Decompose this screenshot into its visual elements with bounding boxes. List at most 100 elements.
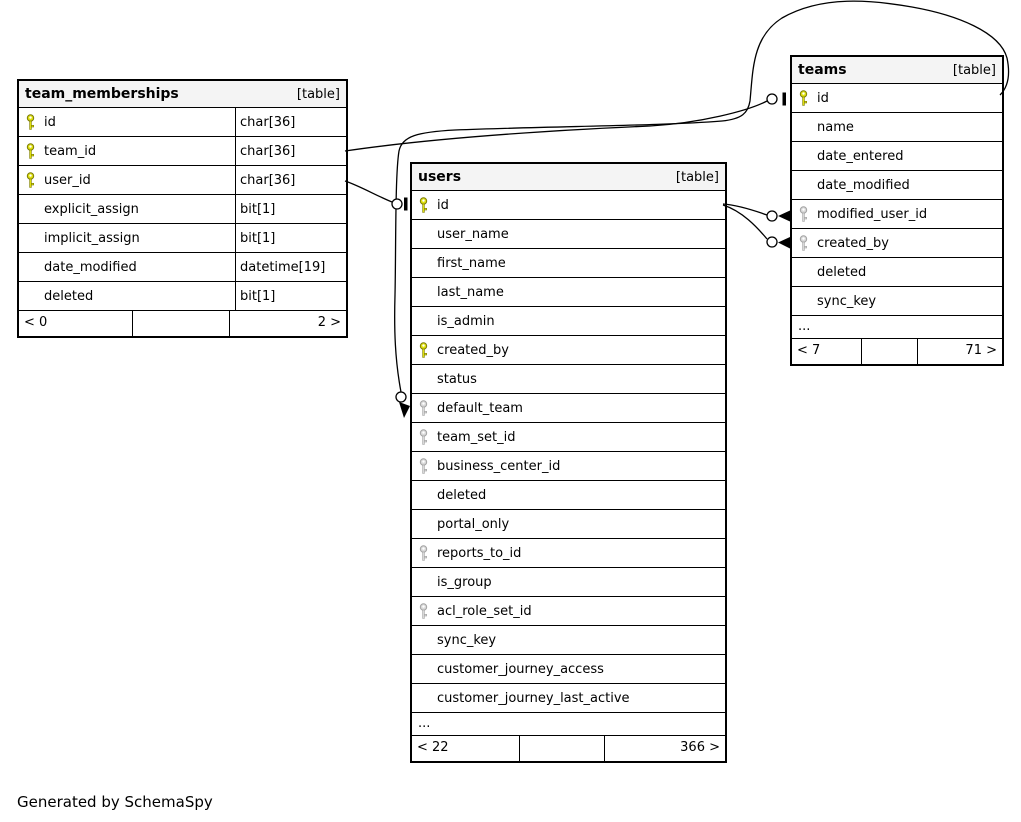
- column-name: acl_role_set_id: [437, 603, 532, 619]
- column-row-portal_only: portal_only: [412, 510, 725, 539]
- table-title: team_memberships: [25, 86, 179, 102]
- table-header[interactable]: team_memberships [table]: [19, 81, 346, 108]
- table-header[interactable]: teams [table]: [792, 57, 1002, 84]
- column-row-is_group: is_group: [412, 568, 725, 597]
- table-title: teams: [798, 62, 847, 78]
- column-row-date_entered: date_entered: [792, 142, 1002, 171]
- column-name: implicit_assign: [44, 230, 140, 246]
- edge-team-memberships-team-id-to-teams-id: [344, 100, 768, 152]
- column-row-id: id: [792, 84, 1002, 113]
- column-name: customer_journey_access: [437, 661, 604, 677]
- table-tag: [table]: [675, 169, 719, 185]
- column-row-acl_role_set_id: acl_role_set_id: [412, 597, 725, 626]
- column-name: last_name: [437, 284, 504, 300]
- column-name: team_id: [44, 143, 97, 159]
- footer-middle-cell: [520, 736, 605, 761]
- table-tag: [table]: [952, 62, 996, 78]
- column-name: date_entered: [817, 148, 904, 164]
- more-columns-ellipsis: ...: [412, 713, 725, 736]
- column-row-explicit_assign: explicit_assign bit[1]: [19, 195, 346, 224]
- column-name: modified_user_id: [817, 206, 928, 222]
- column-row-created_by: created_by: [412, 336, 725, 365]
- column-name: reports_to_id: [437, 545, 522, 561]
- column-type: bit[1]: [235, 195, 346, 223]
- column-row-customer_journey_last_active: customer_journey_last_active: [412, 684, 725, 713]
- column-row-default_team: default_team: [412, 394, 725, 423]
- column-name: is_group: [437, 574, 492, 590]
- footer-child-count: 71 >: [965, 343, 997, 358]
- table-teams[interactable]: teams [table] id name date_entered date_mod…: [790, 55, 1004, 366]
- footer-middle-cell: [133, 311, 230, 336]
- column-row-is_admin: is_admin: [412, 307, 725, 336]
- column-name: name: [817, 119, 854, 135]
- table-title: users: [418, 169, 462, 185]
- footer-child-count: 2 >: [317, 315, 341, 330]
- table-tag: [table]: [296, 86, 340, 102]
- column-row-deleted: deleted: [792, 258, 1002, 287]
- crow-foot-default-team: [399, 402, 410, 418]
- footer-middle-cell: [862, 339, 918, 364]
- foreign-key-icon: [419, 429, 437, 445]
- table-columns: id name date_entered date_modified modified_…: [792, 84, 1002, 339]
- foreign-key-icon: [799, 235, 817, 251]
- edge-team-memberships-user-id-to-users-id: [344, 180, 393, 203]
- foreign-key-icon: [419, 545, 437, 561]
- column-name: user_id: [44, 172, 91, 188]
- column-row-status: status: [412, 365, 725, 394]
- column-name: sync_key: [437, 632, 497, 648]
- column-row-sync_key: sync_key: [792, 287, 1002, 316]
- column-name: deleted: [817, 264, 867, 280]
- column-row-id: id: [412, 191, 725, 220]
- column-row-user_name: user_name: [412, 220, 725, 249]
- column-row-deleted: deleted: [412, 481, 725, 510]
- footer-parent-count: < 22: [412, 736, 520, 761]
- column-name: portal_only: [437, 516, 510, 532]
- column-name: deleted: [437, 487, 487, 503]
- column-name: date_modified: [817, 177, 910, 193]
- column-name: customer_journey_last_active: [437, 690, 630, 706]
- column-name: is_admin: [437, 313, 495, 329]
- column-row-implicit_assign: implicit_assign bit[1]: [19, 224, 346, 253]
- column-row-modified_user_id: modified_user_id: [792, 200, 1002, 229]
- column-name: id: [817, 90, 829, 106]
- column-row-deleted: deleted bit[1]: [19, 282, 346, 311]
- table-header[interactable]: users [table]: [412, 164, 725, 191]
- footer-parent-count: < 7: [792, 339, 862, 364]
- column-name: first_name: [437, 255, 506, 271]
- column-name: sync_key: [817, 293, 877, 309]
- table-footer: < 0 2 >: [19, 311, 346, 336]
- cardinality-circle-modified-user-id: [766, 210, 778, 222]
- cardinality-circle-teams-id-left: [766, 93, 778, 105]
- column-name: default_team: [437, 400, 523, 416]
- column-row-name: name: [792, 113, 1002, 142]
- edge-teams-created-by-to-users-id: [722, 204, 768, 240]
- edge-teams-modified-user-id-to-users-id: [722, 203, 768, 216]
- column-name: deleted: [44, 288, 94, 304]
- column-type: bit[1]: [235, 282, 346, 310]
- column-type: char[36]: [235, 137, 346, 165]
- foreign-key-icon: [419, 603, 437, 619]
- column-name: created_by: [817, 235, 889, 251]
- column-name: team_set_id: [437, 429, 516, 445]
- primary-key-icon: [419, 197, 437, 213]
- column-name: created_by: [437, 342, 509, 358]
- foreign-key-icon: [419, 400, 437, 416]
- primary-key-icon: [26, 143, 44, 159]
- column-row-team_id: team_id char[36]: [19, 137, 346, 166]
- column-type: char[36]: [235, 166, 346, 194]
- column-type: bit[1]: [235, 224, 346, 252]
- more-columns-ellipsis: ...: [792, 316, 1002, 339]
- column-row-business_center_id: business_center_id: [412, 452, 725, 481]
- cardinality-bar-users-id-left: [404, 197, 408, 211]
- primary-key-icon: [26, 114, 44, 130]
- column-name: explicit_assign: [44, 201, 139, 217]
- column-row-sync_key: sync_key: [412, 626, 725, 655]
- table-footer: < 7 71 >: [792, 339, 1002, 364]
- column-row-created_by: created_by: [792, 229, 1002, 258]
